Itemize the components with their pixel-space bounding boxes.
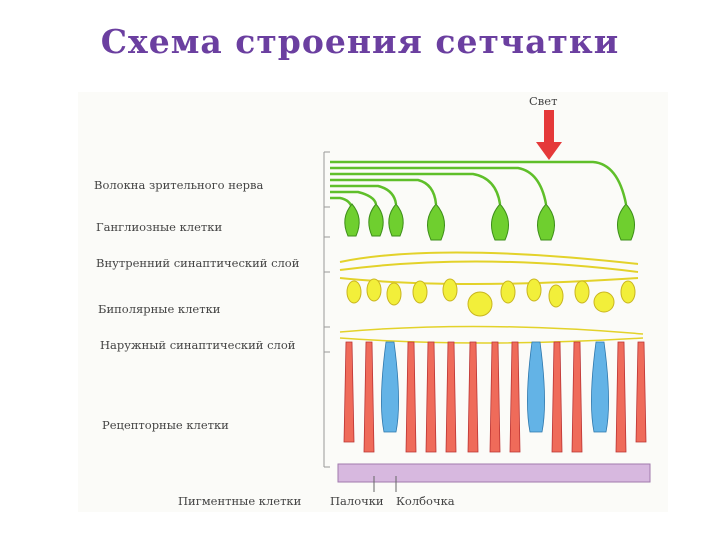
layer-label-optic-nerve-fibers: Волокна зрительного нерва bbox=[94, 178, 263, 192]
layer-label-pigment-cells: Пигментные клетки bbox=[178, 494, 301, 508]
page-title: Схема строения сетчатки bbox=[0, 22, 720, 61]
pigment-cells bbox=[338, 464, 650, 482]
receptor-cells bbox=[344, 342, 646, 452]
light-label: Свет bbox=[529, 94, 557, 108]
retina-diagram: Свет Волокна зрительного нерва Ганглиозн… bbox=[78, 92, 668, 512]
layer-label-inner-synaptic-layer: Внутренний синаптический слой bbox=[96, 256, 299, 270]
cell-label-rods: Палочки bbox=[330, 494, 384, 508]
layer-label-receptor-cells: Рецепторные клетки bbox=[102, 418, 229, 432]
cell-label-cones: Колбочка bbox=[396, 494, 455, 508]
layer-brackets bbox=[324, 152, 330, 467]
inner-synaptic-fibers bbox=[340, 252, 638, 284]
outer-synaptic-fibers bbox=[340, 326, 643, 343]
ganglion-cells bbox=[345, 204, 635, 240]
optic-nerve-fibers bbox=[330, 162, 626, 208]
layer-label-ganglion-cells: Ганглиозные клетки bbox=[96, 220, 222, 234]
light-arrow-icon bbox=[536, 110, 562, 160]
layer-label-bipolar-cells: Биполярные клетки bbox=[98, 302, 220, 316]
layer-label-outer-synaptic-layer: Наружный синаптический слой bbox=[100, 338, 295, 352]
